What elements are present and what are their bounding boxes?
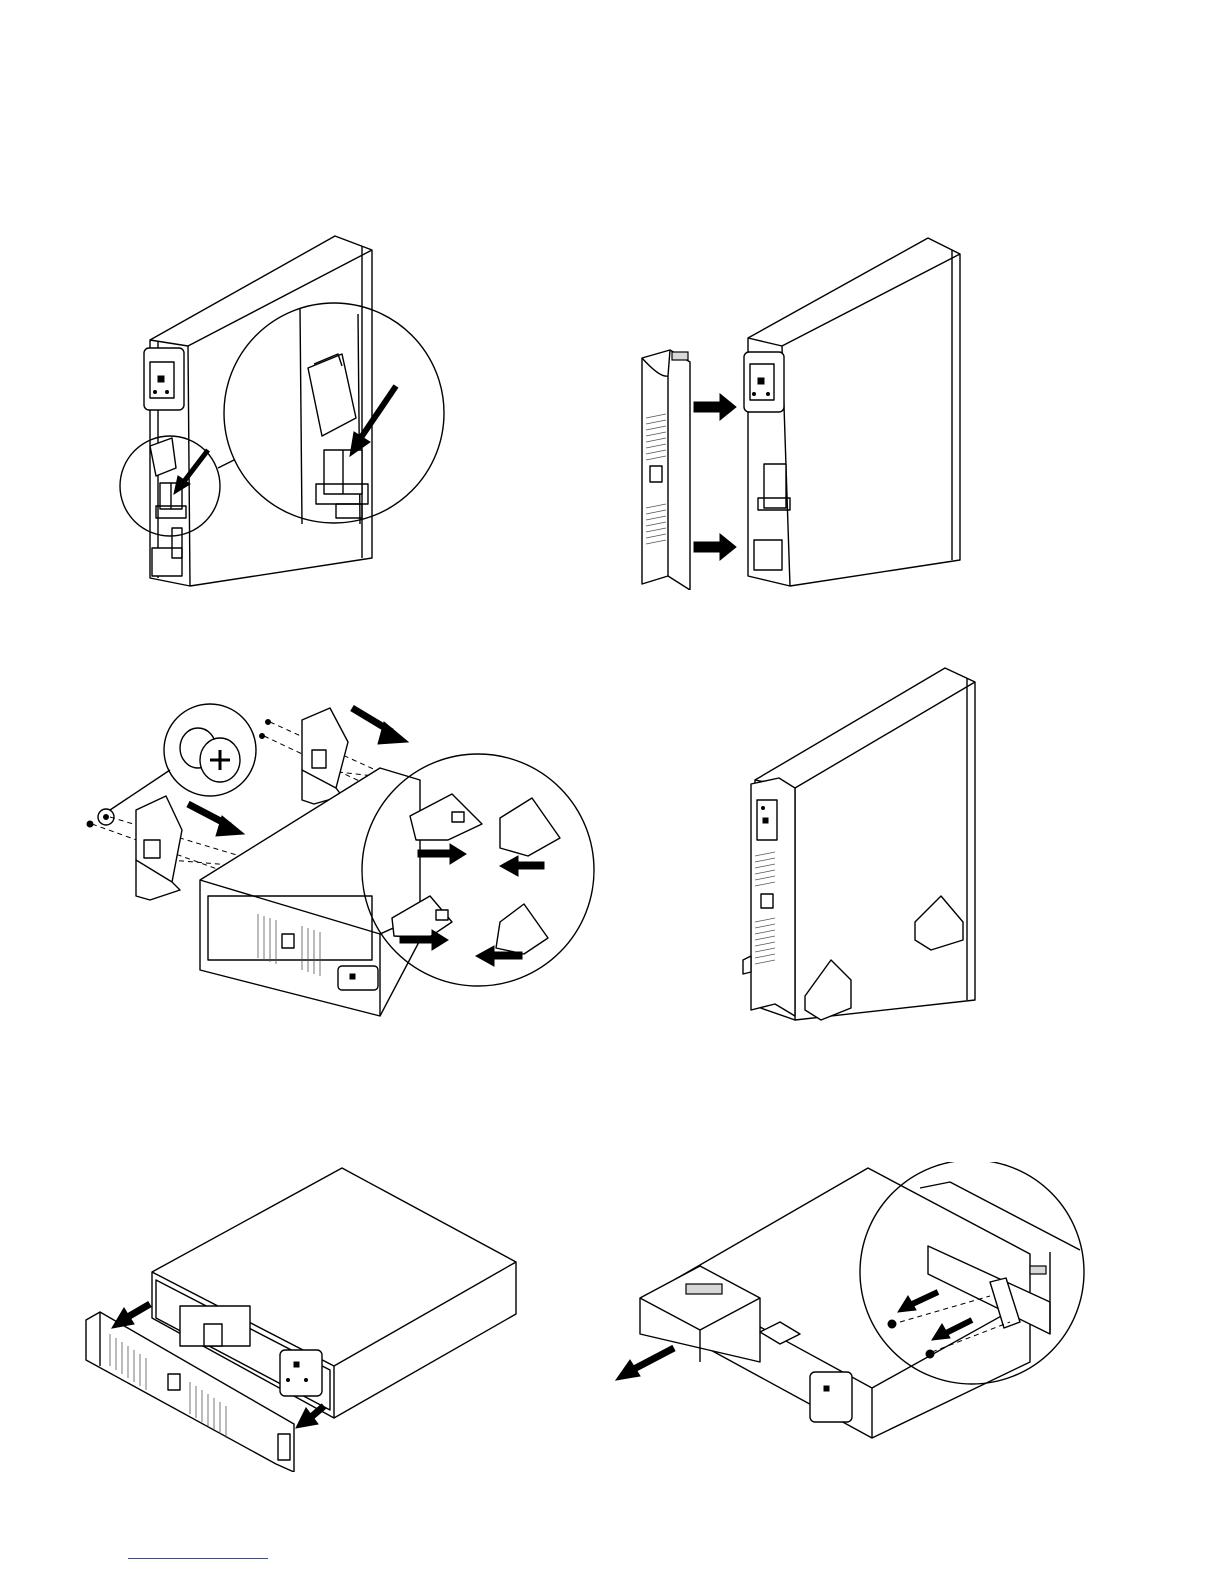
screw-detail-circle [164,704,256,796]
arrow-icon [112,1304,150,1328]
arrow-icon [500,856,544,876]
arrow-icon [616,1348,674,1380]
figure-attach-stands [80,700,600,1030]
arrow-icon [296,1406,324,1428]
stand-left [136,796,182,900]
front-cover [642,350,690,590]
arrow-icon [694,394,736,420]
ups-rack-unit [200,768,420,1016]
front-cover [751,778,795,1016]
figure-attach-front-cover [630,228,980,590]
screw-icon [87,720,271,828]
arrow-icon [694,534,736,560]
footer-rule [128,1558,268,1559]
arrow-icon [188,804,244,836]
figure-remove-battery [610,1162,1090,1447]
ups-tower-unit [744,238,960,586]
figure-remove-front-cover [80,1162,525,1472]
figure-tower-on-stands [735,660,980,1025]
arrow-icon [418,844,466,864]
stand-right [302,708,348,804]
arrow-icon [352,708,408,744]
figure-connect-battery [110,228,450,590]
